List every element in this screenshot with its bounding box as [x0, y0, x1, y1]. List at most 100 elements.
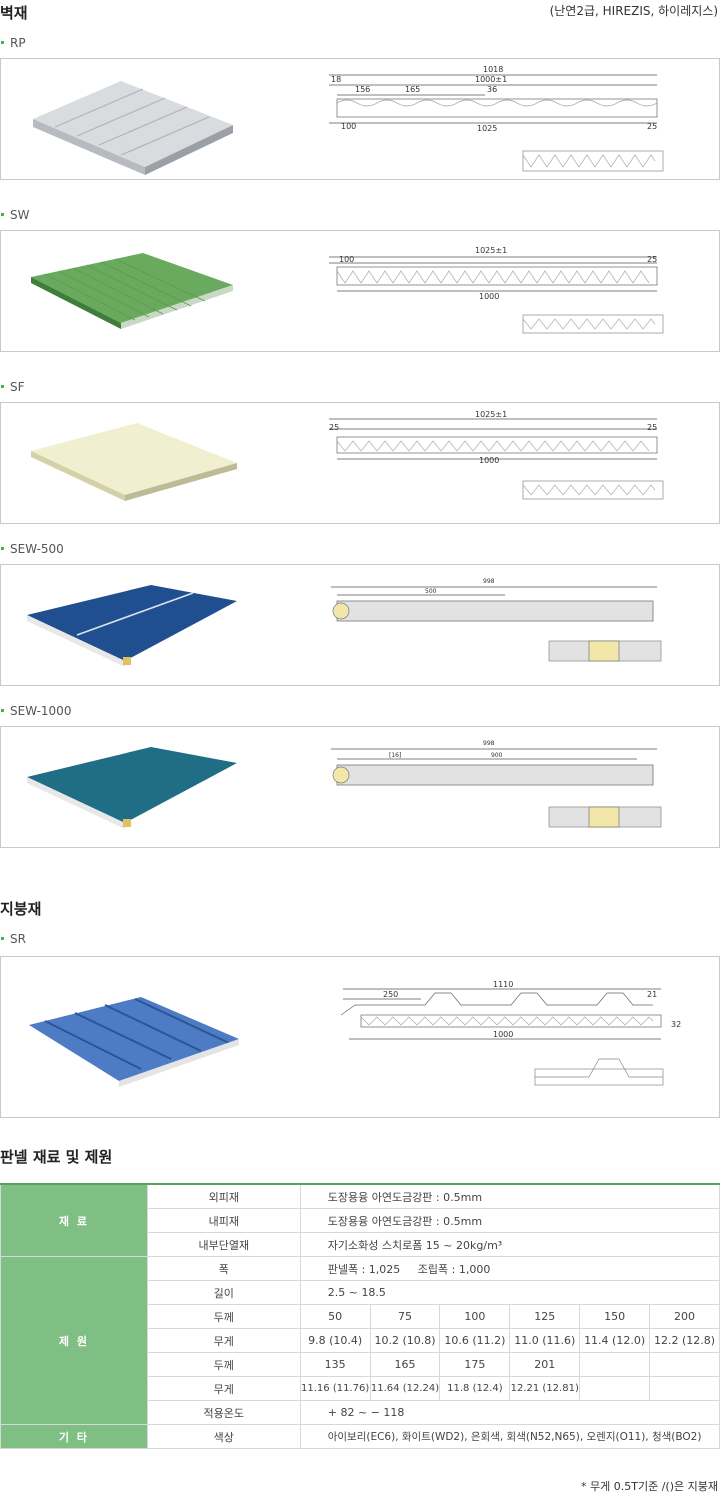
sew500-panel-edge: [27, 615, 125, 667]
sf-panel-side: [125, 463, 237, 501]
sr-dim-top: 1110: [493, 980, 513, 989]
row-label: 무게: [146, 1376, 301, 1401]
table-cell: 75: [369, 1304, 441, 1329]
sf-dim-left: 25: [329, 423, 339, 432]
sr-dim-left: 250: [383, 990, 398, 999]
sr-illustration: 1110 250 21 32 1000: [29, 980, 681, 1087]
spec-section-title: 판넬 재료 및 제원: [0, 1148, 113, 1166]
sew1000-joint-cap: [123, 819, 131, 827]
sr-dimension-drawing: [340, 988, 664, 1086]
sew500-dimension-drawing: [331, 586, 662, 662]
table-cell: 11.4 (12.0): [579, 1328, 651, 1353]
table-cell: 11.16 (11.76): [299, 1376, 371, 1401]
table-row: 무게 11.16 (11.76) 11.64 (12.24) 11.8 (12.…: [1, 1376, 720, 1401]
sf-dimension-drawing: [329, 418, 664, 500]
sw-panel-edge: [31, 277, 121, 329]
row-label: 내피재: [146, 1208, 301, 1233]
rp-dim-total: 1018: [483, 65, 503, 74]
weight-footnote: * 무게 0.5T기준 /()은 지붕재: [581, 1480, 718, 1493]
product-name: SEW-500: [10, 542, 64, 556]
sf-dim-right: 25: [647, 423, 657, 432]
rp-dim-rib2: 165: [405, 85, 420, 94]
product-label-rp: RP: [0, 36, 26, 50]
product-label-sew1000: SEW-1000: [0, 704, 71, 718]
roof-section-title: 지붕재: [0, 900, 42, 918]
sf-illustration: 1025±1 25 25 1000: [31, 410, 664, 501]
row-label: 외피재: [146, 1183, 301, 1209]
row-label: 무게: [146, 1328, 301, 1353]
table-row: 무게 9.8 (10.4) 10.2 (10.8) 10.6 (11.2) 11…: [1, 1328, 720, 1353]
table-cell: 10.2 (10.8): [369, 1328, 441, 1353]
row-value: 도장용융 아연도금강판 : 0.5mm: [299, 1208, 720, 1233]
wall-section-title: 벽재: [0, 4, 28, 22]
table-cell: 12.2 (12.8): [649, 1328, 720, 1353]
row-value: 자기소화성 스치로폼 15 ~ 20kg/m³: [299, 1232, 720, 1257]
product-name: SR: [10, 932, 26, 946]
sr-dim-bottom: 1000: [493, 1030, 513, 1039]
table-row: 제 원 폭 판넬폭 : 1,025 조립폭 : 1,000: [0, 1256, 720, 1425]
product-card-sew1000: 998 [16] 900: [0, 726, 720, 848]
group-etc: 기 타: [0, 1424, 148, 1449]
row-label: 폭: [146, 1256, 301, 1281]
product-label-sew500: SEW-500: [0, 542, 64, 556]
rp-dimension-drawing: [329, 74, 664, 172]
row-label: 색상: [146, 1424, 301, 1449]
row-value: 2.5 ~ 18.5: [299, 1280, 720, 1305]
sw-illustration: 1025±1 100 25 1000: [31, 246, 664, 334]
table-cell: 10.6 (11.2): [439, 1328, 511, 1353]
sf-panel-face: [31, 423, 237, 495]
table-row: 기 타 색상 아이보리(EC6), 화이트(WD2), 은회색, 회색(N52,…: [0, 1424, 720, 1449]
product-card-sw: 1025±1 100 25 1000: [0, 230, 720, 352]
wall-fire-rating-note: (난연2급, HIREZIS, 하이레지스): [549, 4, 718, 18]
rp-dim-left-edge: 18: [331, 75, 341, 84]
sf-dim-bottom: 1000: [479, 456, 499, 465]
row-value: 판넬폭 : 1,025 조립폭 : 1,000: [299, 1256, 720, 1281]
table-cell: [579, 1376, 651, 1401]
sew1000-panel-edge: [27, 777, 125, 829]
table-cell: 12.21 (12.81): [509, 1376, 581, 1401]
table-cell: 100: [439, 1304, 511, 1329]
rp-dim-bottom-right: 25: [647, 122, 657, 131]
table-cell: 11.8 (12.4): [439, 1376, 511, 1401]
product-name: SEW-1000: [10, 704, 72, 718]
product-label-sw: SW: [0, 208, 29, 222]
table-cell: 11.64 (12.24): [369, 1376, 441, 1401]
table-cell: 11.0 (11.6): [509, 1328, 581, 1353]
table-cell: 135: [299, 1352, 371, 1377]
product-name: SW: [10, 208, 30, 222]
sew1000-panel-face: [27, 747, 237, 823]
sew500-joint-cap: [123, 657, 131, 665]
sew500-dim-top: 998: [483, 578, 495, 585]
sw-dimension-drawing: [329, 256, 664, 334]
sr-dim-height: 32: [671, 1020, 681, 1029]
table-cell: 9.8 (10.4): [299, 1328, 371, 1353]
table-cell: [649, 1376, 720, 1401]
rp-dim-bottom-left: 100: [341, 122, 356, 131]
table-cell: 175: [439, 1352, 511, 1377]
rp-panel-edge: [33, 119, 145, 175]
table-row: 내부단열재 자기소화성 스치로폼 15 ~ 20kg/m³: [1, 1232, 720, 1257]
sew500-illustration: 998 500: [27, 578, 662, 667]
table-cell: [649, 1352, 720, 1377]
product-label-sf: SF: [0, 380, 25, 394]
sr-panel-side: [119, 1039, 239, 1087]
row-value: 아이보리(EC6), 화이트(WD2), 은회색, 회색(N52,N65), 오…: [299, 1424, 720, 1449]
row-label: 두께: [146, 1304, 301, 1329]
product-card-sr: 1110 250 21 32 1000: [0, 956, 720, 1118]
sf-panel-edge: [31, 451, 125, 501]
table-cell: 165: [369, 1352, 441, 1377]
table-cell: 50: [299, 1304, 371, 1329]
row-label: 적용온도: [146, 1400, 301, 1425]
table-cell: 150: [579, 1304, 651, 1329]
table-row: 길이 2.5 ~ 18.5: [1, 1280, 720, 1305]
product-label-sr: SR: [0, 932, 26, 946]
sw-panel-side: [121, 285, 233, 329]
sw-panel-face: [31, 253, 233, 323]
rp-illustration: 1018 18 1000±1 156 165 36 100 1025 25: [33, 65, 664, 175]
sf-dim-top: 1025±1: [475, 410, 507, 419]
product-name: RP: [10, 36, 26, 50]
sew500-dim-left: 500: [425, 588, 437, 595]
rp-dim-rib1: 156: [355, 85, 370, 94]
rp-dim-rib-width: 36: [487, 85, 497, 94]
rp-dim-span: 1000±1: [475, 75, 507, 84]
